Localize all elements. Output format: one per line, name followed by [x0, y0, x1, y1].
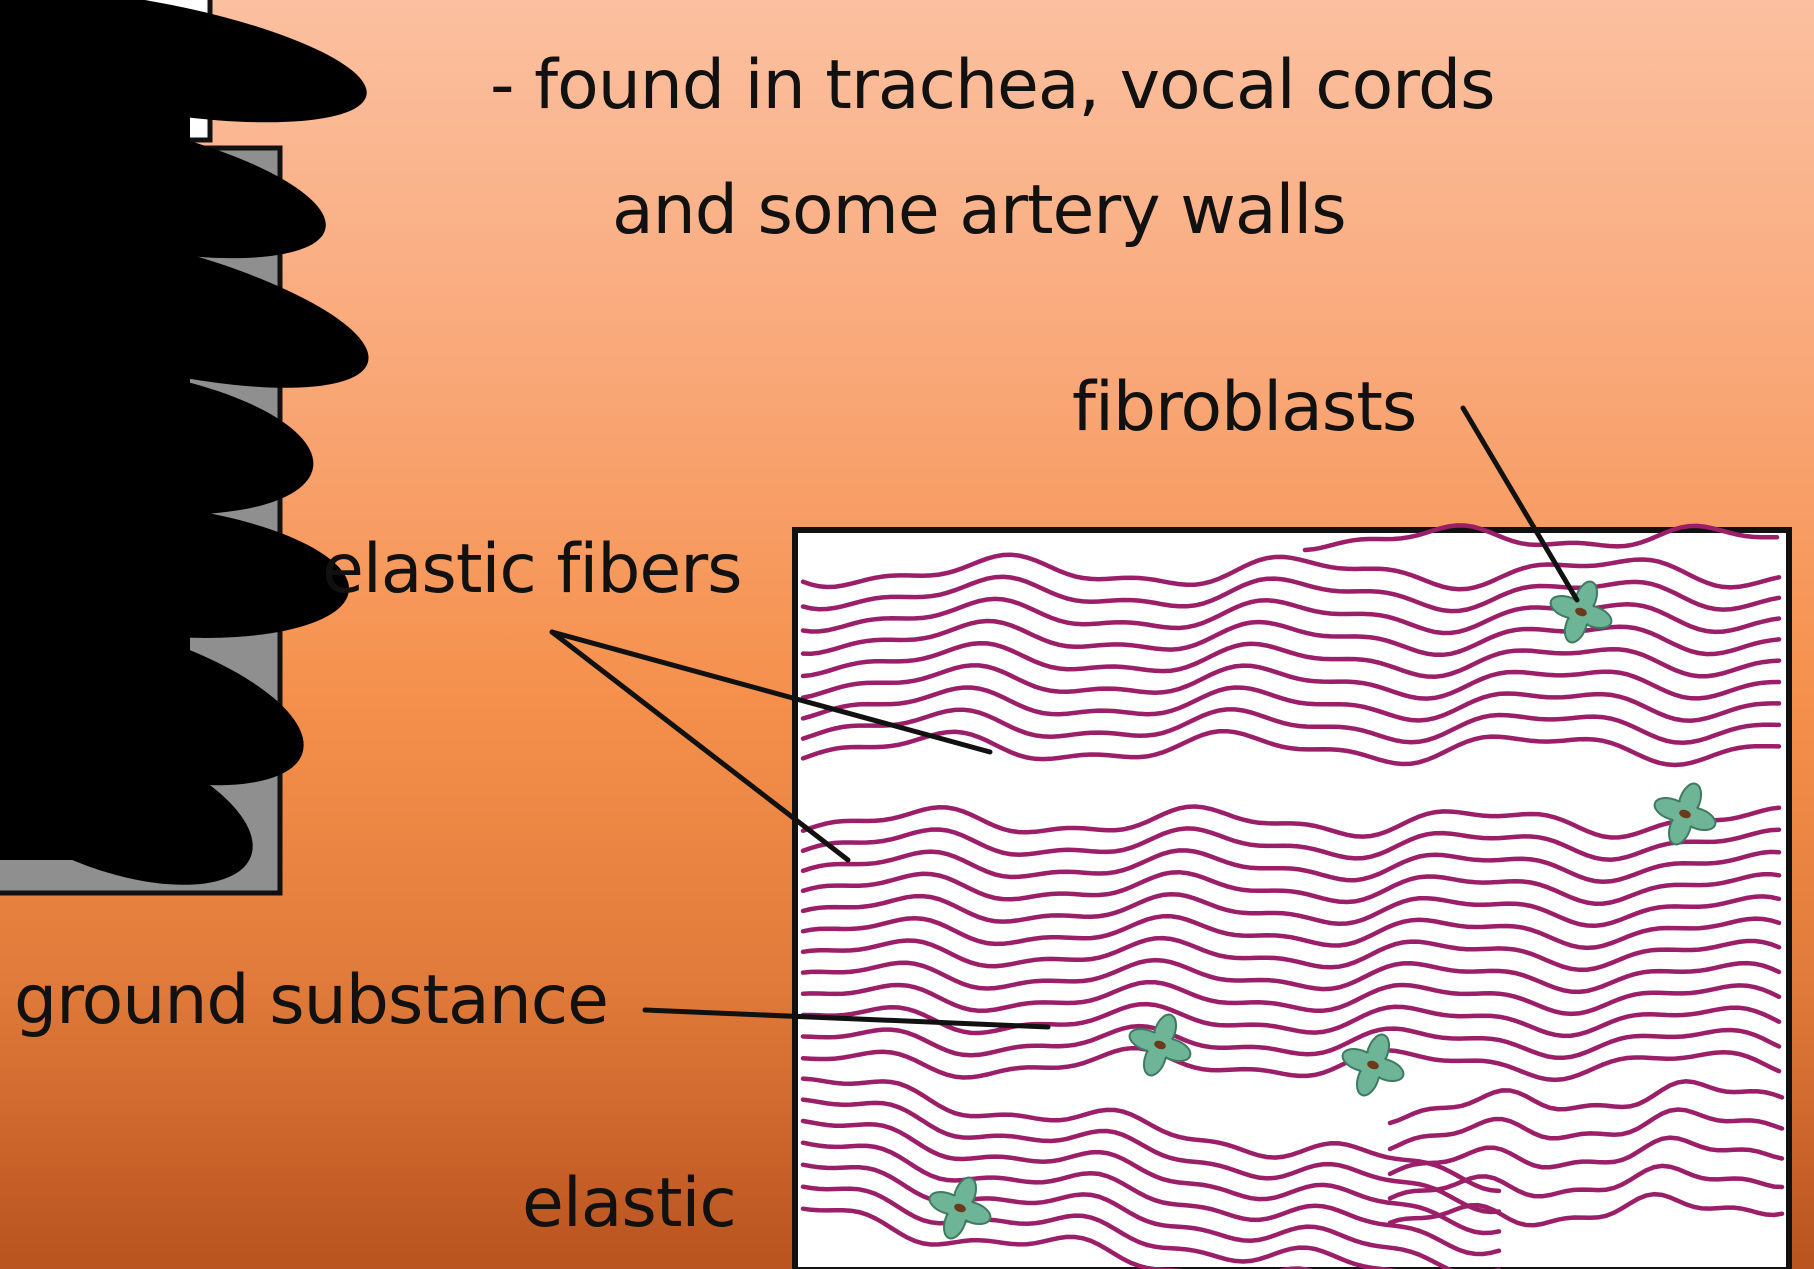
caption-line-1: - found in trachea, vocal cords [490, 46, 1496, 125]
elastic-fiber [1387, 1191, 1785, 1228]
elastic-fiber [800, 1023, 1782, 1061]
elastic-fiber [800, 1118, 1502, 1236]
elastic-fiber [800, 979, 1782, 1017]
elastic-label: elastic [522, 1164, 737, 1243]
fibroblast-cell [1128, 1013, 1192, 1077]
caption-line-2: and some artery walls [612, 171, 1347, 250]
elastic-fiber [800, 1045, 1782, 1083]
elastic-fiber [1387, 1079, 1785, 1126]
elastic-fiber [800, 1162, 1502, 1269]
fibroblast-cell [1341, 1033, 1405, 1097]
elastic-fibers-label: elastic fibers [322, 530, 743, 609]
elastic-fiber [800, 663, 1782, 701]
elastic-fiber [1302, 523, 1780, 553]
elastic-fiber [800, 1001, 1782, 1039]
elastic-fiber [800, 1076, 1502, 1194]
elastic-fiber [800, 869, 1782, 906]
elastic-fiber [800, 618, 1782, 658]
elastic-fiber [800, 728, 1782, 768]
redaction-stroke [0, 40, 190, 860]
elastic-fiber [800, 935, 1782, 973]
elastic-fiber [800, 596, 1782, 636]
elastic-fiber [800, 552, 1782, 592]
redaction-scribble [0, 0, 369, 885]
elastic-fiber [800, 1140, 1502, 1257]
elastic-fiber [800, 707, 1782, 746]
fibroblast-cell [1653, 782, 1717, 846]
fibroblast-group [928, 580, 1717, 1240]
ground-substance-label: ground substance [14, 961, 609, 1040]
fibroblasts-label: fibroblasts [1072, 368, 1417, 447]
fibroblasts-leader-line [1460, 405, 1580, 603]
fibroblast-cell [1549, 580, 1613, 644]
elastic-fiber [800, 640, 1782, 679]
elastic-fibers-leader-line-upper [549, 629, 993, 755]
elastic-fiber [800, 804, 1782, 840]
elastic-fiber [800, 848, 1782, 885]
elastic-fiber [800, 913, 1782, 951]
elastic-fiber [800, 1184, 1397, 1269]
elastic-fiber-group [800, 523, 1785, 1269]
elastic-fiber [800, 574, 1782, 614]
elastic-fiber [1387, 1135, 1785, 1177]
fibroblast-cell [928, 1176, 992, 1240]
elastic-fiber [1387, 1163, 1785, 1201]
elastic-fiber [800, 685, 1782, 723]
elastic-fiber [800, 957, 1782, 995]
elastic-fiber [800, 826, 1782, 862]
elastic-fiber [1387, 1107, 1785, 1152]
ground-substance-leader-line [642, 1007, 1051, 1030]
elastic-fibers-leader-line-lower [549, 629, 851, 863]
elastic-fiber [800, 891, 1782, 929]
elastic-fiber [800, 1097, 1502, 1215]
leader-lines [549, 405, 1580, 1030]
